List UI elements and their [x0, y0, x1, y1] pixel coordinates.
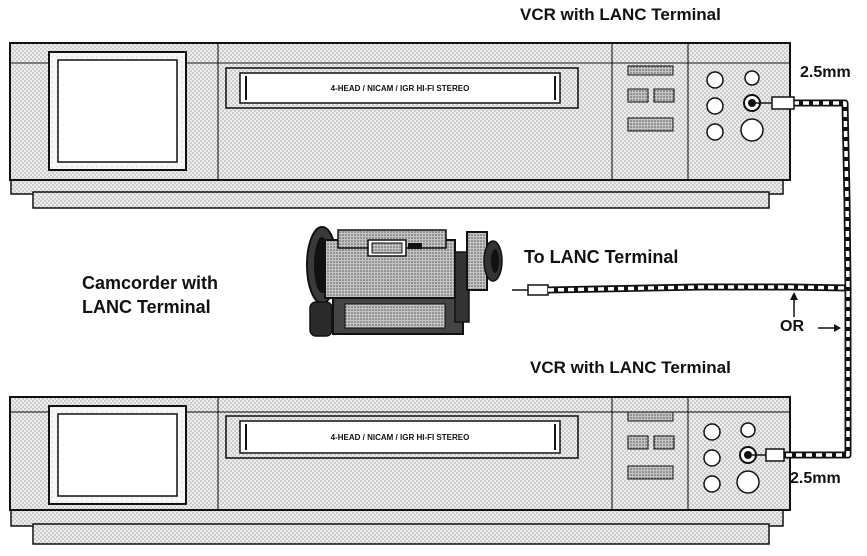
to-lanc-label: To LANC Terminal [524, 247, 679, 267]
jack-size-top-label: 2.5mm [800, 64, 851, 81]
camcorder [306, 226, 503, 337]
cassette-text-top: 4-HEAD / NICAM / IGR HI-FI STEREO [331, 84, 470, 93]
lanc-cable [512, 96, 852, 462]
vcr-bottom-label: VCR with LANC Terminal [530, 358, 731, 377]
vcr-top-label: VCR with LANC Terminal [520, 5, 721, 24]
camcorder-label-line1: Camcorder with [82, 273, 219, 293]
camcorder-label-line2: LANC Terminal [82, 297, 211, 317]
vcr-bottom: 4-HEAD / NICAM / IGR HI-FI STEREO [9, 396, 791, 545]
vcr-top: 4-HEAD / NICAM / IGR HI-FI STEREO [9, 42, 791, 209]
jack-size-bottom-label: 2.5mm [790, 470, 841, 487]
or-label: OR [780, 318, 804, 335]
cassette-text-bottom: 4-HEAD / NICAM / IGR HI-FI STEREO [331, 433, 470, 442]
